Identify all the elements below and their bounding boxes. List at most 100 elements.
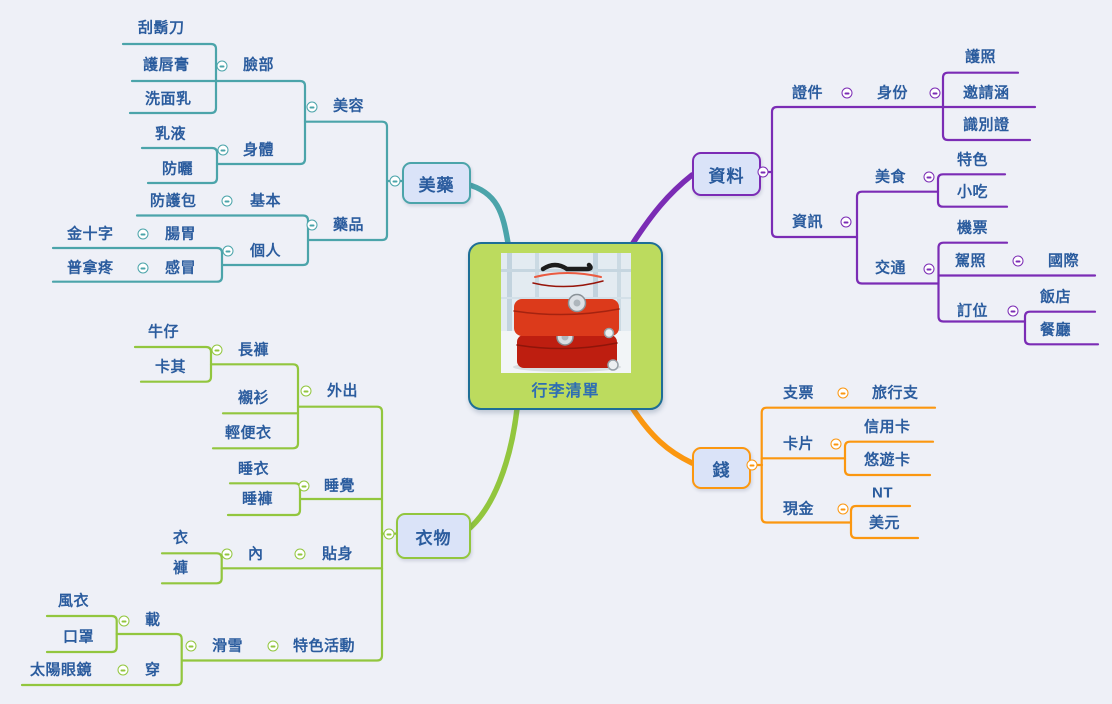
topic-sleep-bottom[interactable]: 睡褲 (242, 490, 274, 508)
collapse-icon[interactable] (837, 387, 849, 399)
collapse-icon[interactable] (389, 175, 401, 187)
collapse-icon[interactable] (306, 101, 318, 113)
topic-ticket[interactable]: 機票 (957, 219, 989, 237)
topic-sleep-top[interactable]: 睡衣 (238, 460, 270, 478)
collapse-icon[interactable] (837, 503, 849, 515)
topic-razor[interactable]: 刮鬍刀 (138, 19, 185, 37)
topic-hotel[interactable]: 飯店 (1040, 288, 1072, 306)
topic-intimate[interactable]: 貼身 (322, 545, 354, 563)
topic-international[interactable]: 國際 (1048, 252, 1080, 270)
topic-identity[interactable]: 身份 (877, 84, 909, 102)
collapse-icon[interactable] (211, 344, 223, 356)
collapse-icon[interactable] (757, 166, 769, 178)
node-money[interactable]: 錢 (692, 447, 751, 489)
topic-cards[interactable]: 卡片 (783, 435, 815, 453)
clothes-branch-curve (462, 406, 520, 535)
topic-lipbalm[interactable]: 護唇膏 (143, 56, 190, 74)
topic-specialty[interactable]: 特色 (957, 151, 989, 169)
topic-windbreaker[interactable]: 風衣 (58, 592, 90, 610)
topic-lotion[interactable]: 乳液 (155, 125, 187, 143)
collapse-icon[interactable] (383, 528, 395, 540)
topic-invitation[interactable]: 邀請涵 (963, 84, 1010, 102)
topic-inner-bottoms[interactable]: 褲 (173, 559, 189, 577)
collapse-icon[interactable] (185, 640, 197, 652)
topic-pants[interactable]: 長褲 (238, 341, 270, 359)
topic-khaki[interactable]: 卡其 (155, 358, 187, 376)
topic-transport[interactable]: 交通 (875, 259, 907, 277)
topic-food[interactable]: 美食 (875, 168, 907, 186)
topic-sleep[interactable]: 睡覺 (324, 477, 356, 495)
collapse-icon[interactable] (300, 385, 312, 397)
topic-firstaid[interactable]: 防護包 (150, 192, 197, 210)
collapse-icon[interactable] (221, 195, 233, 207)
collapse-icon[interactable] (118, 615, 130, 627)
collapse-icon[interactable] (298, 480, 310, 492)
collapse-icon[interactable] (841, 87, 853, 99)
collapse-icon[interactable] (137, 262, 149, 274)
collapse-icon[interactable] (222, 245, 234, 257)
topic-cheque[interactable]: 支票 (783, 384, 815, 402)
topic-sunglasses[interactable]: 太陽眼鏡 (30, 661, 93, 679)
topic-restaurant[interactable]: 餐廳 (1040, 321, 1072, 339)
topic-travelers[interactable]: 旅行支 (872, 384, 919, 402)
topic-outing[interactable]: 外出 (327, 382, 359, 400)
topic-body[interactable]: 身體 (243, 141, 275, 159)
collapse-icon[interactable] (923, 263, 935, 275)
topic-cold-brand[interactable]: 普拿疼 (67, 259, 114, 277)
node-clothes[interactable]: 衣物 (396, 513, 471, 559)
collapse-icon[interactable] (1012, 255, 1024, 267)
topic-special-activity[interactable]: 特色活動 (293, 637, 356, 655)
topic-certificates[interactable]: 證件 (792, 84, 824, 102)
topic-easycard[interactable]: 悠遊卡 (864, 451, 911, 469)
topic-info[interactable]: 資訊 (792, 213, 824, 231)
money-branch-curve (630, 406, 695, 466)
topic-medicine[interactable]: 藥品 (333, 216, 365, 234)
topic-casual[interactable]: 輕便衣 (225, 424, 272, 442)
topic-license[interactable]: 駕照 (955, 252, 987, 270)
topic-face[interactable]: 臉部 (243, 56, 275, 74)
topic-cold[interactable]: 感冒 (165, 259, 197, 277)
topic-inner-tops[interactable]: 衣 (173, 529, 189, 547)
collapse-icon[interactable] (840, 216, 852, 228)
collapse-icon[interactable] (294, 548, 306, 560)
topic-idbadge[interactable]: 識別證 (963, 116, 1010, 134)
topic-stomach[interactable]: 腸胃 (165, 225, 197, 243)
topic-cleanser[interactable]: 洗面乳 (145, 90, 192, 108)
topic-usd[interactable]: 美元 (869, 514, 901, 532)
topic-credit[interactable]: 信用卡 (864, 418, 911, 436)
node-docs[interactable]: 資料 (692, 152, 761, 196)
collapse-icon[interactable] (137, 228, 149, 240)
topic-inner[interactable]: 內 (248, 545, 264, 563)
topic-sunscreen[interactable]: 防曬 (162, 160, 194, 178)
topic-basic[interactable]: 基本 (250, 192, 282, 210)
topic-passport[interactable]: 護照 (965, 48, 997, 66)
collapse-icon[interactable] (306, 219, 318, 231)
meds-branch-curve (463, 181, 511, 246)
collapse-icon[interactable] (923, 171, 935, 183)
collapse-icon[interactable] (267, 640, 279, 652)
topic-jeans[interactable]: 牛仔 (148, 323, 180, 341)
topic-personal[interactable]: 個人 (250, 242, 282, 260)
collapse-icon[interactable] (746, 459, 758, 471)
topic-booking[interactable]: 訂位 (957, 302, 989, 320)
collapse-icon[interactable] (217, 144, 229, 156)
topic-ski[interactable]: 滑雪 (212, 637, 244, 655)
red-luggage-photo (500, 253, 631, 373)
collapse-icon[interactable] (929, 87, 941, 99)
collapse-icon[interactable] (221, 548, 233, 560)
collapse-icon[interactable] (216, 60, 228, 72)
node-meds[interactable]: 美藥 (402, 162, 471, 204)
topic-shirt[interactable]: 襯衫 (238, 389, 270, 407)
topic-cash[interactable]: 現金 (783, 500, 815, 518)
collapse-icon[interactable] (1007, 305, 1019, 317)
central-topic[interactable]: 行李清單 (468, 242, 663, 410)
topic-nt[interactable]: NT (872, 484, 893, 502)
collapse-icon[interactable] (830, 438, 842, 450)
topic-mask[interactable]: 口罩 (63, 628, 95, 646)
topic-snacks[interactable]: 小吃 (957, 183, 989, 201)
collapse-icon[interactable] (117, 664, 129, 676)
topic-wear[interactable]: 穿 (145, 661, 161, 679)
topic-beauty[interactable]: 美容 (333, 97, 365, 115)
topic-stomach-brand[interactable]: 金十字 (67, 225, 114, 243)
topic-wear-on[interactable]: 載 (145, 611, 161, 629)
